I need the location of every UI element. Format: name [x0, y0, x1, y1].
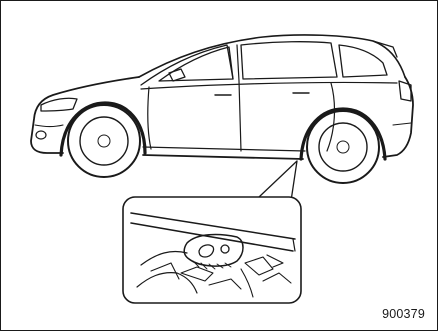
car-body	[31, 35, 413, 159]
rear-wheel	[307, 111, 379, 183]
detail-inset	[123, 197, 301, 303]
front-wheel	[68, 105, 140, 177]
callout-pointer	[259, 161, 297, 201]
figure-code: 900379	[382, 307, 425, 321]
